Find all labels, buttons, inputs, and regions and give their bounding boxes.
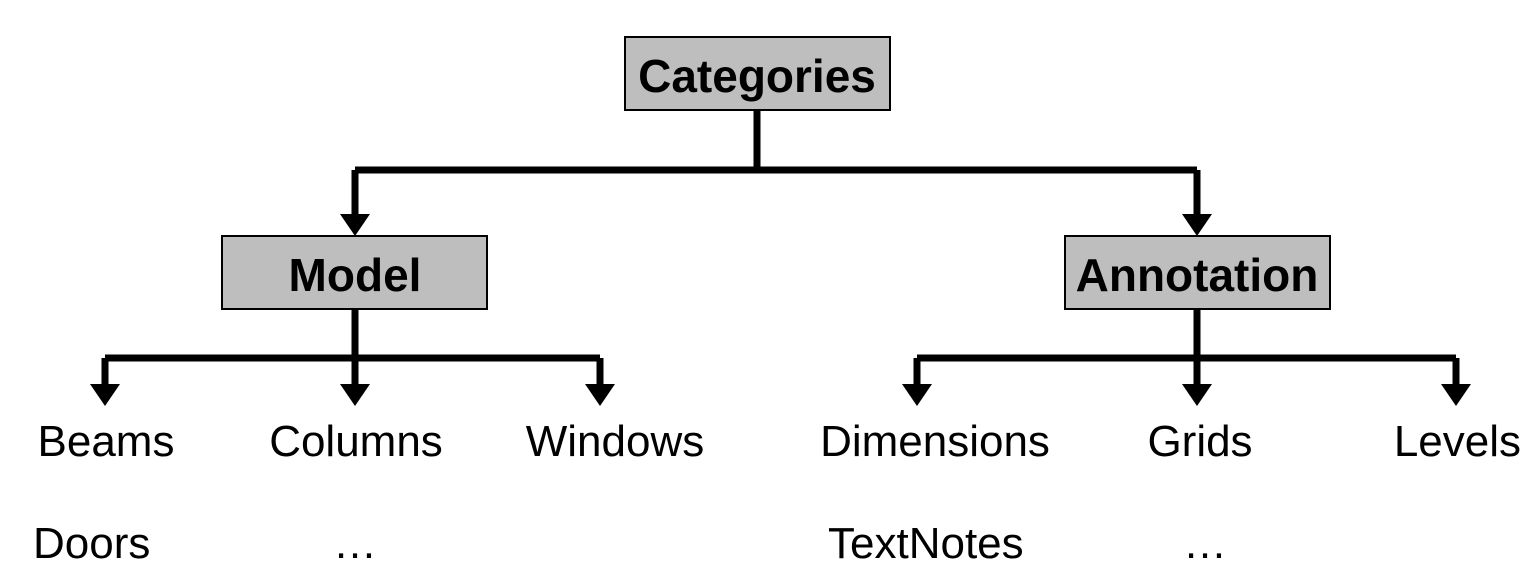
leaf-label-grids[interactable]: Grids (1147, 417, 1252, 466)
arrow-head-to-windows (585, 384, 615, 406)
node-model-box[interactable] (221, 235, 488, 310)
node-annotation-box[interactable] (1064, 235, 1331, 310)
node-model-label: Model (289, 249, 422, 301)
leaf-label-dimensions[interactable]: Dimensions (820, 417, 1050, 466)
node-categories[interactable]: Categories (624, 36, 891, 111)
leaf-label-columns[interactable]: Columns (269, 417, 443, 466)
node-annotation[interactable]: Annotation (1064, 235, 1331, 310)
leaf-label-textnotes[interactable]: TextNotes (828, 519, 1024, 568)
node-model[interactable]: Model (221, 235, 488, 310)
node-categories-box[interactable] (624, 36, 891, 111)
arrow-head-to-dimensions (902, 384, 932, 406)
annotation-leaf-labels: Dimensions Grids Levels (820, 417, 1521, 466)
annotation-ellipsis-label: … (1183, 519, 1227, 568)
arrow-head-to-annotation (1182, 214, 1212, 236)
model-leaf-labels: Beams Columns Windows (38, 417, 705, 466)
annotation-second-row-labels: TextNotes … (828, 519, 1227, 568)
arrow-head-to-beams (90, 384, 120, 406)
model-connector-group (90, 310, 615, 406)
arrow-head-to-columns (340, 384, 370, 406)
arrow-head-to-levels (1441, 384, 1471, 406)
model-second-row-labels: Doors … (33, 519, 377, 568)
leaf-label-beams[interactable]: Beams (38, 417, 175, 466)
node-annotation-label: Annotation (1076, 249, 1319, 301)
leaf-label-windows[interactable]: Windows (526, 417, 705, 466)
annotation-connector-group (902, 310, 1471, 406)
root-connector-group (340, 110, 1212, 236)
arrow-head-to-model (340, 214, 370, 236)
arrow-head-to-grids (1182, 384, 1212, 406)
model-ellipsis-label: … (333, 519, 377, 568)
node-categories-label: Categories (638, 50, 876, 102)
leaf-label-levels[interactable]: Levels (1394, 417, 1521, 466)
leaf-label-doors[interactable]: Doors (33, 519, 150, 568)
